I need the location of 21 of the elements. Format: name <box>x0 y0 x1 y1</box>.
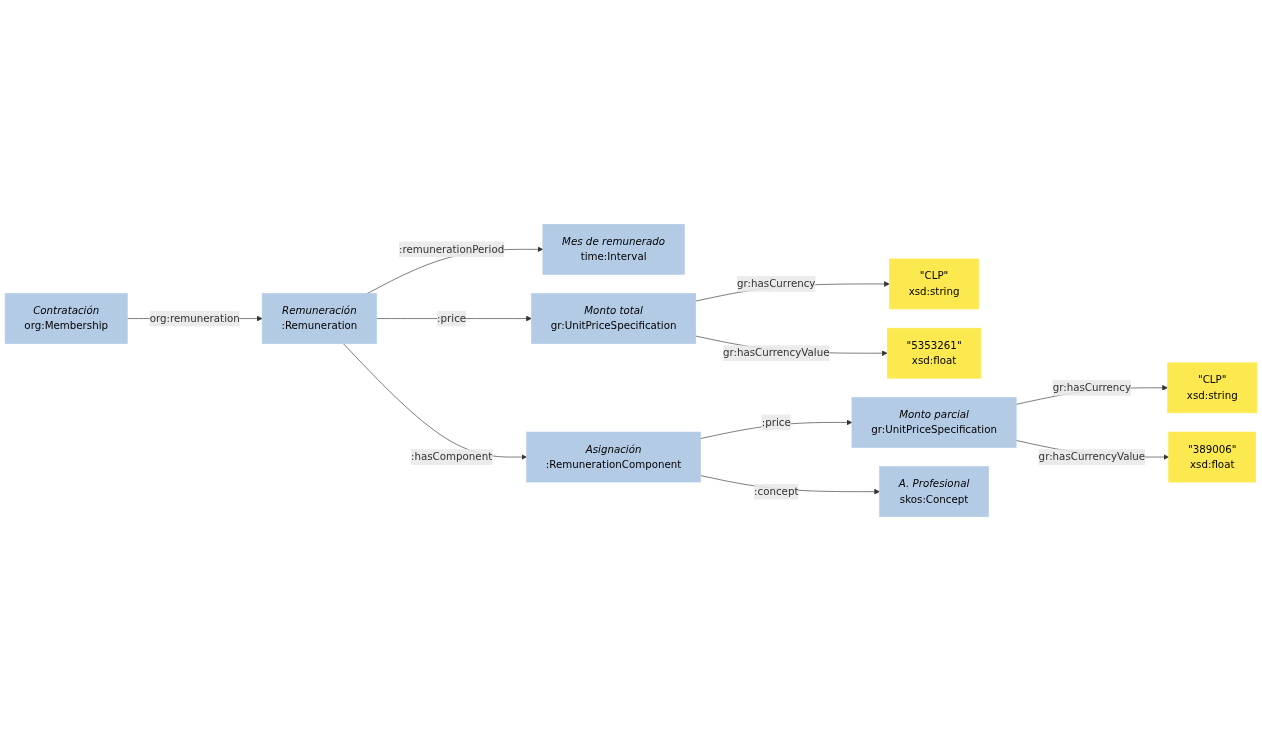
node-box: Asignación :RemunerationComponent <box>526 431 701 483</box>
edge-label: :price <box>437 312 467 325</box>
node-box: Monto total gr:UnitPriceSpecification <box>531 293 697 344</box>
edge-label: :price <box>761 416 791 429</box>
node-box: "CLP" xsd:string <box>889 258 980 310</box>
edge-label: gr:hasCurrency <box>737 277 816 290</box>
edge-label: :concept <box>754 485 799 498</box>
node-box: "5353261" xsd:float <box>886 327 982 379</box>
edge-label: :remunerationPeriod <box>399 242 505 256</box>
edge-label: :hasComponent <box>411 450 493 463</box>
node-box: Contratación org:Membership <box>4 293 128 344</box>
node-box: Remuneración :Remuneration <box>261 293 377 344</box>
edge-label: gr:hasCurrency <box>1052 381 1132 394</box>
edge-label: gr:hasCurrencyValue <box>1038 450 1146 463</box>
node-box: Monto parcial gr:UnitPriceSpecification <box>851 397 1017 448</box>
node-box: "CLP" xsd:string <box>1167 362 1258 414</box>
node-box: A. Profesional skos:Concept <box>879 466 989 517</box>
node-box: "389006" xsd:float <box>1168 431 1257 483</box>
edge-label: org:remuneration <box>149 312 240 325</box>
node-box: Mes de remunerado time:Interval <box>542 224 685 275</box>
edge-label: gr:hasCurrencyValue <box>722 346 830 359</box>
